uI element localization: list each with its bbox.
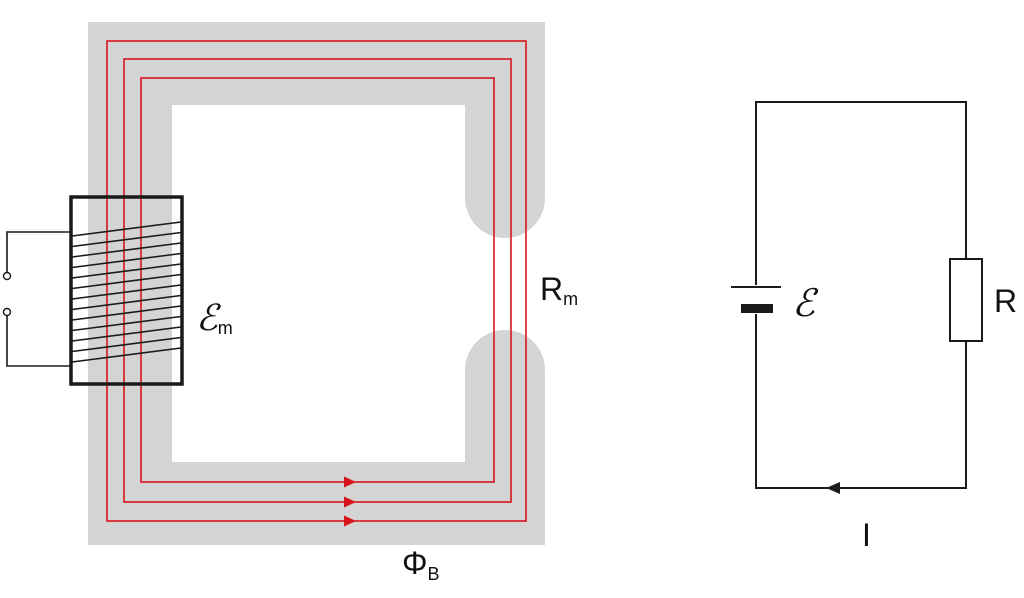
reluctance-label: Rm: [540, 271, 578, 309]
coil-turn: [71, 284, 182, 300]
coil-windings: [71, 221, 182, 363]
flux-subscript: B: [428, 564, 440, 584]
terminal-bottom[interactable]: [2, 307, 12, 317]
wire-left-top: [755, 101, 967, 285]
battery-negative-plate: [741, 304, 773, 313]
mmf-symbol: ℰ: [196, 298, 221, 338]
flux-lines: [106, 40, 527, 522]
mmf-subscript: m: [218, 318, 233, 338]
coil-turn: [71, 252, 182, 269]
flux-arrow-outer: [344, 515, 356, 527]
resistor-label: R: [994, 283, 1017, 319]
coil: [69, 195, 184, 386]
coil-turn: [71, 242, 182, 258]
electric-circuit: ℰ R I: [731, 101, 1017, 553]
mmf-label: ℰm: [196, 298, 233, 338]
coil-turn: [71, 347, 182, 363]
resistor: [949, 258, 983, 342]
flux-line-outer: [106, 40, 527, 522]
flux-label: ΦB: [402, 545, 440, 584]
terminal-top[interactable]: [2, 271, 12, 281]
flux-line-middle: [123, 58, 512, 503]
current-arrow: [826, 482, 840, 494]
reluctance-subscript: m: [563, 289, 578, 309]
coil-lead-top: [6, 231, 71, 272]
coil-turn: [71, 273, 182, 290]
coil-turn: [71, 294, 182, 311]
emf-label: ℰ: [792, 283, 819, 325]
flux-arrow-inner: [344, 476, 356, 488]
coil-turn: [71, 315, 182, 332]
flux-arrows: [344, 476, 356, 527]
coil-leads: [6, 231, 71, 367]
coil-frame: [69, 195, 184, 386]
flux-arrow-middle: [344, 496, 356, 508]
coil-turn: [71, 231, 182, 248]
coil-turn: [71, 326, 182, 342]
coil-turn: [71, 263, 182, 279]
coil-lead-bottom: [6, 316, 71, 367]
iron-core: [88, 22, 545, 545]
battery: [731, 286, 781, 313]
current-label: I: [862, 517, 871, 553]
flux-symbol: Φ: [402, 545, 428, 581]
coil-turn: [71, 305, 182, 321]
wire-right-bottom: [755, 314, 967, 489]
magnetic-circuit: ℰm Rm ΦB: [2, 22, 578, 584]
reluctance-symbol: R: [540, 271, 563, 307]
circuit-wires: [755, 101, 967, 489]
coil-turn: [71, 221, 182, 237]
coil-turn: [71, 336, 182, 353]
flux-line-inner: [140, 77, 495, 483]
